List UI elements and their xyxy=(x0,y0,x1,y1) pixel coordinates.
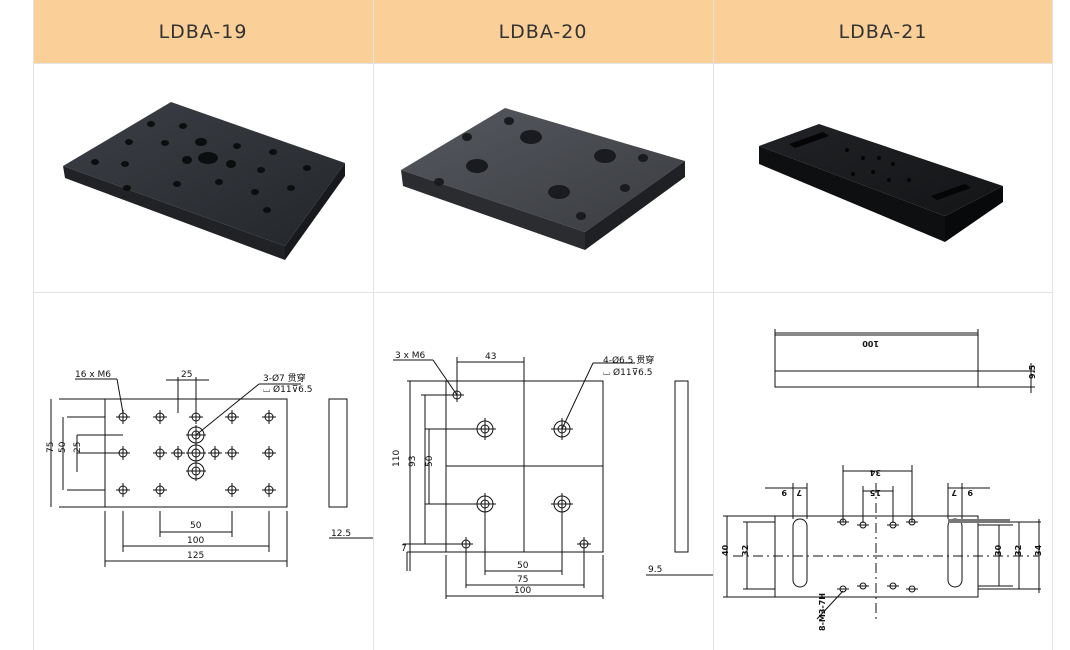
technical-drawing: 16 x M6 3-Ø7 贯穿 ⌴ Ø11⊽6.5 25 75 50 25 50… xyxy=(33,293,373,650)
holes-callout: 8-M3-7H xyxy=(818,593,827,631)
dim-bottom-1: 50 xyxy=(517,561,529,571)
product-column-ldba-21: LDBA-21 xyxy=(713,0,1053,650)
dim-top-2: 15 xyxy=(869,488,881,497)
column-divider xyxy=(713,0,714,650)
dim-thickness: 9.5 xyxy=(648,565,662,575)
drawing-ldba-19: 16 x M6 3-Ø7 贯穿 ⌴ Ø11⊽6.5 25 75 50 25 50… xyxy=(46,370,373,567)
dim-top: 25 xyxy=(181,370,192,380)
row-divider xyxy=(33,292,1053,293)
dim-edge: 7 xyxy=(401,544,407,554)
long-black-plate-photo xyxy=(759,124,1003,242)
bore-callout-2: ⌴ Ø11⊽6.5 xyxy=(603,367,653,378)
holes-callout: 16 x M6 xyxy=(75,370,111,380)
product-photo xyxy=(373,64,713,292)
dim-right-1: 30 xyxy=(994,544,1003,556)
product-comparison-table: LDBA-19 xyxy=(33,0,1053,650)
dim-bottom-2: 75 xyxy=(517,575,528,585)
technical-drawing: 100 9.5 34 15 9 7 7 9 40 32 30 32 34 8-M… xyxy=(713,293,1053,650)
product-column-ldba-20: LDBA-20 xyxy=(373,0,713,650)
dim-bottom-1: 50 xyxy=(190,521,202,531)
dim-slot-right-2: 9 xyxy=(967,488,973,497)
dim-height: 110 xyxy=(392,450,402,467)
column-divider xyxy=(373,0,374,650)
model-header: LDBA-20 xyxy=(373,0,713,63)
dim-slot-right-1: 7 xyxy=(951,488,957,497)
dim-length: 100 xyxy=(862,339,879,348)
drawing-ldba-21: 100 9.5 34 15 9 7 7 9 40 32 30 32 34 8-M… xyxy=(721,329,1043,631)
dim-slot-left-1: 9 xyxy=(781,488,787,497)
dim-height: 40 xyxy=(721,544,730,556)
product-photo xyxy=(713,64,1053,292)
bore-callout-1: 4-Ø6.5 贯穿 xyxy=(603,354,654,366)
row-divider xyxy=(33,63,1053,64)
dim-bottom-3: 125 xyxy=(187,551,204,561)
black-mounting-plate-photo xyxy=(63,102,345,260)
technical-drawing: 3 x M6 4-Ø6.5 贯穿 ⌴ Ø11⊽6.5 43 110 93 50 … xyxy=(373,293,713,650)
dim-top: 43 xyxy=(485,352,496,362)
dim-height-small: 25 xyxy=(73,442,83,453)
dim-right-3: 34 xyxy=(1034,544,1043,556)
dim-height-inner: 93 xyxy=(408,456,418,467)
table-border xyxy=(33,0,34,650)
product-photo xyxy=(33,64,373,292)
dim-height: 75 xyxy=(46,442,56,453)
dim-height-left: 32 xyxy=(741,545,750,556)
bore-callout-1: 3-Ø7 贯穿 xyxy=(263,372,306,384)
dim-right-2: 32 xyxy=(1014,545,1023,556)
drawing-ldba-20: 3 x M6 4-Ø6.5 贯穿 ⌴ Ø11⊽6.5 43 110 93 50 … xyxy=(392,351,713,599)
model-header: LDBA-21 xyxy=(713,0,1053,63)
product-column-ldba-19: LDBA-19 xyxy=(33,0,373,650)
dim-slot-left-2: 7 xyxy=(796,488,802,497)
table-border xyxy=(1052,0,1053,650)
dim-bottom-3: 100 xyxy=(514,586,531,596)
dim-bottom-2: 100 xyxy=(187,536,204,546)
grey-mounting-plate-photo xyxy=(401,108,685,250)
holes-callout: 3 x M6 xyxy=(395,351,426,361)
dim-height-small: 50 xyxy=(425,455,435,467)
dim-thickness: 9.5 xyxy=(1028,364,1037,379)
bore-callout-2: ⌴ Ø11⊽6.5 xyxy=(263,384,313,395)
dim-top-1: 34 xyxy=(869,468,881,477)
dim-thickness: 12.5 xyxy=(331,529,351,539)
model-header: LDBA-19 xyxy=(33,0,373,63)
dim-height-inner: 50 xyxy=(58,441,68,453)
